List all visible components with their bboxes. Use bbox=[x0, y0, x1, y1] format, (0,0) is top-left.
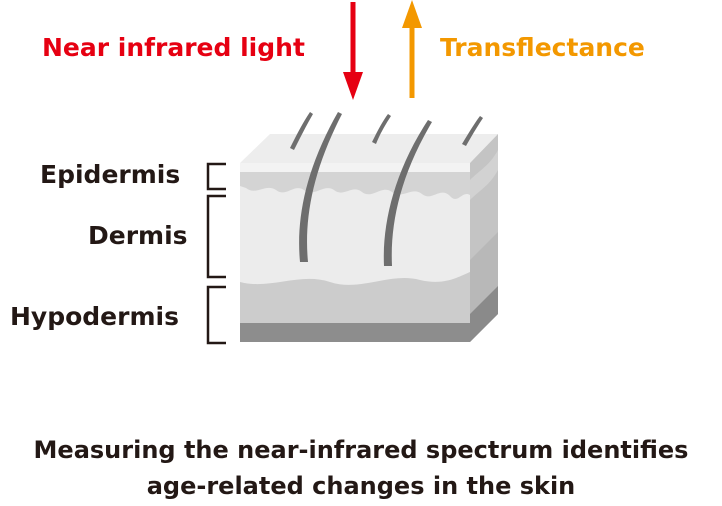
near-infrared-label: Near infrared light bbox=[42, 33, 305, 62]
hypodermis-bracket bbox=[206, 285, 226, 345]
dermis-bracket bbox=[206, 194, 226, 279]
hypodermis-label: Hypodermis bbox=[10, 302, 179, 331]
hair-right bbox=[383, 120, 432, 266]
skin-block bbox=[240, 112, 498, 342]
hypodermis-layer bbox=[240, 272, 470, 324]
bottom-layer bbox=[240, 323, 470, 342]
caption-line-1: Measuring the near-infrared spectrum ide… bbox=[33, 436, 689, 464]
hair-stub-3 bbox=[462, 116, 483, 146]
transflectance-label: Transflectance bbox=[440, 33, 645, 62]
hair-stub-2 bbox=[372, 114, 391, 144]
diagram-caption: Measuring the near-infrared spectrum ide… bbox=[0, 432, 722, 504]
skin-top-face bbox=[240, 134, 498, 163]
hair-left bbox=[299, 112, 342, 262]
epidermis-label: Epidermis bbox=[40, 160, 181, 189]
dermis-label: Dermis bbox=[88, 221, 188, 250]
caption-line-2: age-related changes in the skin bbox=[146, 472, 576, 500]
near-infrared-arrow bbox=[343, 2, 363, 100]
hair-stub-1 bbox=[290, 112, 313, 150]
transflectance-arrow bbox=[402, 0, 422, 98]
epidermis-bracket bbox=[206, 162, 226, 191]
